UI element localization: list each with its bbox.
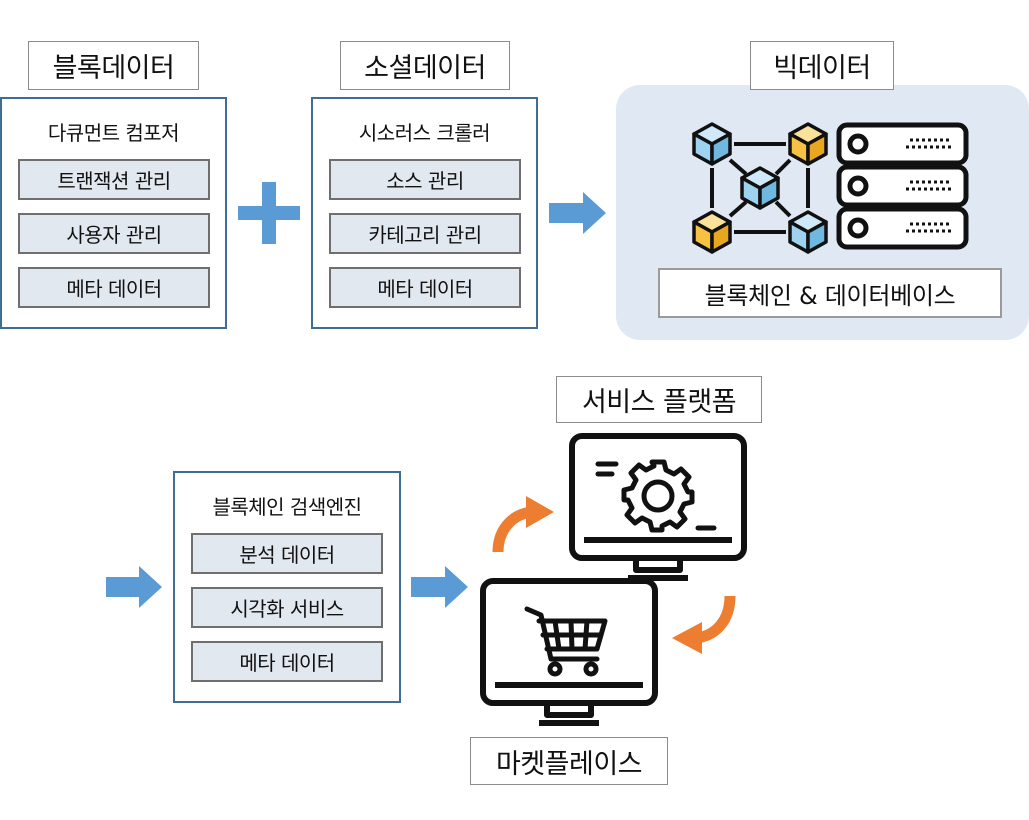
blockchain-database-label: 블록체인 & 데이터베이스 xyxy=(658,268,1002,318)
metadata-item: 메타 데이터 xyxy=(329,267,521,308)
marketplace-label: 마켓플레이스 xyxy=(470,737,668,785)
user-management-item: 사용자 관리 xyxy=(18,213,210,254)
thesaurus-crawler-title: 시소러스 크롤러 xyxy=(358,121,491,145)
right-arrow-icon xyxy=(411,566,468,608)
server-stack-icon xyxy=(836,122,969,250)
source-management-item: 소스 관리 xyxy=(329,159,521,200)
right-arrow-icon xyxy=(549,192,606,234)
social-data-label: 소셜데이터 xyxy=(340,41,510,90)
plus-icon xyxy=(238,182,300,244)
document-composer-title: 다큐먼트 컴포저 xyxy=(47,121,180,145)
service-platform-label: 서비스 플랫폼 xyxy=(556,376,762,423)
metadata-item: 메타 데이터 xyxy=(191,641,383,682)
analysis-data-item: 분석 데이터 xyxy=(191,533,383,574)
cart-monitor-icon xyxy=(480,578,658,726)
cycle-arrow-icon xyxy=(672,595,736,654)
document-composer-box: 다큐먼트 컴포저 트랜잭션 관리 사용자 관리 메타 데이터 xyxy=(0,97,227,329)
blockchain-search-engine-title: 블록체인 검색엔진 xyxy=(212,495,362,519)
visualization-service-item: 시각화 서비스 xyxy=(191,587,383,628)
category-management-item: 카테고리 관리 xyxy=(329,213,521,254)
cycle-arrow-icon xyxy=(492,496,554,553)
gear-monitor-icon xyxy=(569,433,747,581)
transaction-management-item: 트랜잭션 관리 xyxy=(18,159,210,200)
thesaurus-crawler-box: 시소러스 크롤러 소스 관리 카테고리 관리 메타 데이터 xyxy=(311,97,538,329)
block-data-label: 블록데이터 xyxy=(28,41,199,90)
big-data-label: 빅데이터 xyxy=(750,41,894,90)
right-arrow-icon xyxy=(106,566,162,608)
metadata-item: 메타 데이터 xyxy=(18,267,210,308)
blockchain-cubes-icon xyxy=(692,122,828,254)
blockchain-search-engine-box: 블록체인 검색엔진 분석 데이터 시각화 서비스 메타 데이터 xyxy=(173,471,401,703)
